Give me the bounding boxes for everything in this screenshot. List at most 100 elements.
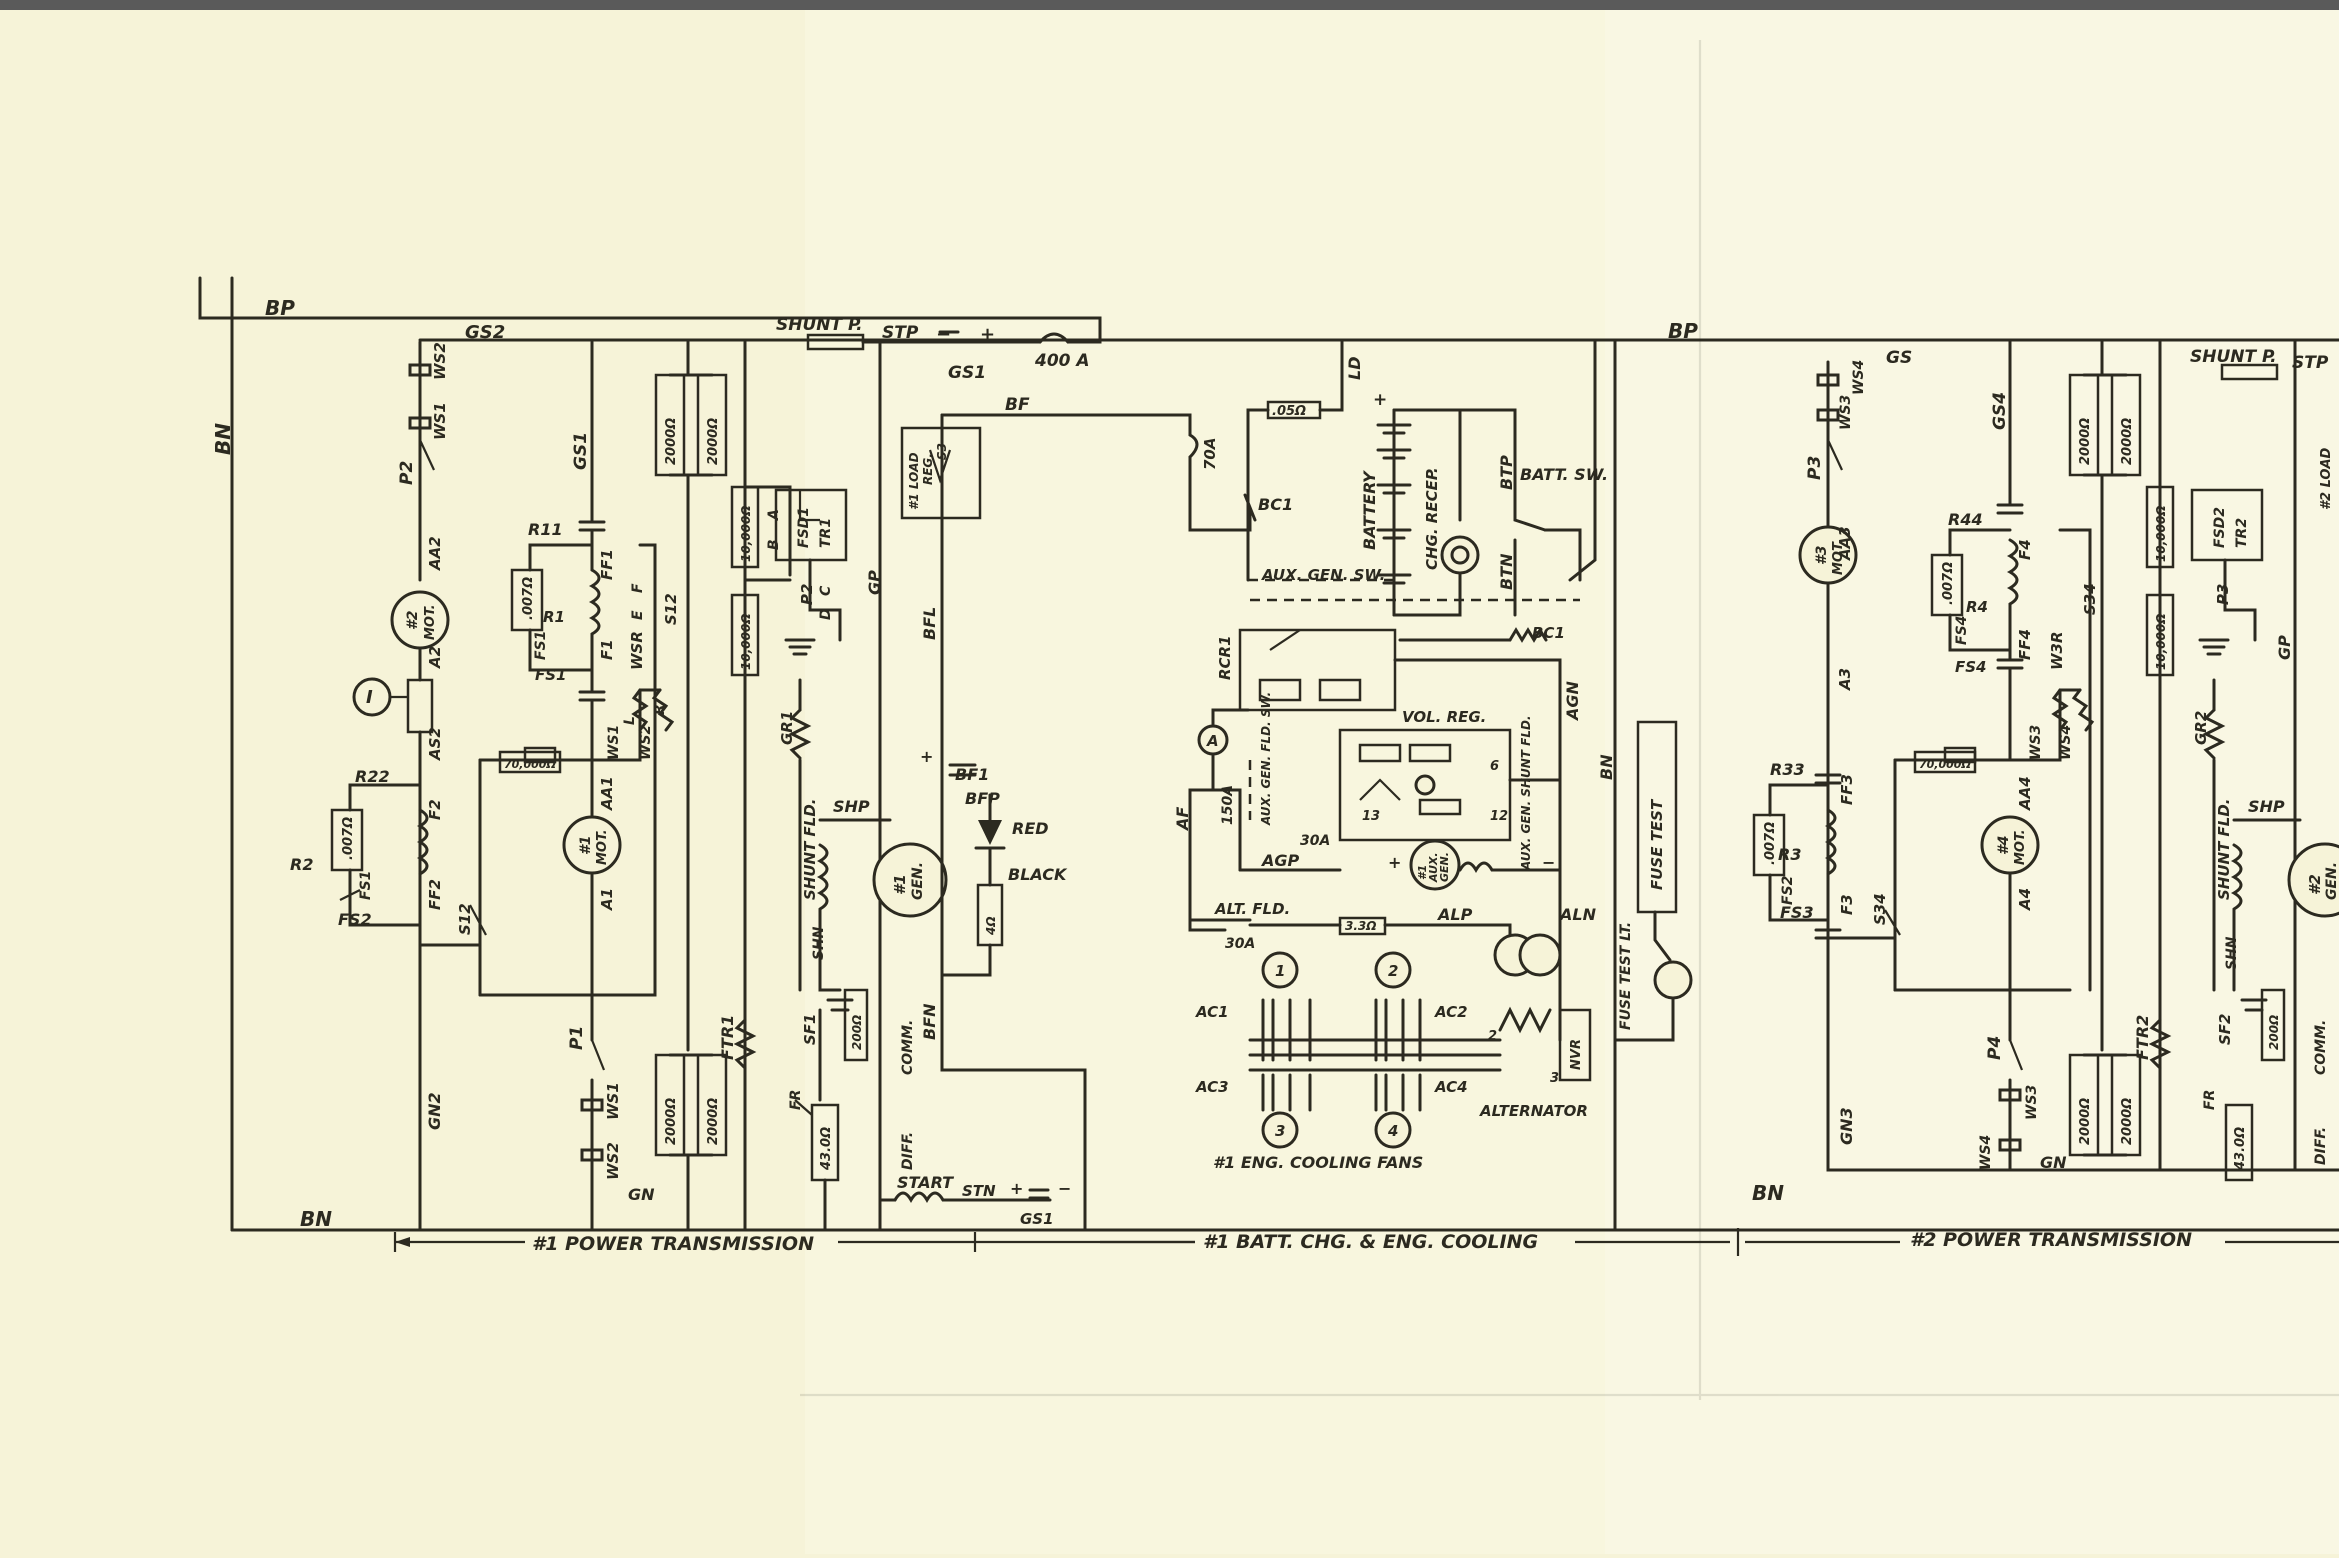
s1-aa1: AA1: [598, 776, 616, 811]
s2-load-reg-c: S3: [935, 443, 949, 460]
s3-f3: F3: [1838, 894, 1856, 915]
s3-ohm2000-c: 2000Ω: [2078, 1098, 2093, 1145]
s1-ws2-top: WS2: [431, 342, 449, 380]
s1-ws1-top: WS1: [431, 402, 449, 440]
s1-stp: STP: [882, 323, 919, 343]
s3-shp: SHP: [2248, 797, 2285, 816]
s2-aux-gen-shunt-fld: AUX. GEN. SHUNT FLD.: [1519, 715, 1533, 871]
s1-plus: +: [980, 324, 995, 345]
fan-4: [1374, 1111, 1412, 1149]
s1-r: R: [652, 704, 668, 715]
s2-agn: AGN: [1563, 680, 1582, 722]
section-1-wiring: [330, 316, 1102, 1232]
s2-aux-gen-c: GEN.: [1438, 852, 1451, 882]
s1-r11: R11: [528, 520, 563, 539]
s2-black: BLACK: [1008, 865, 1068, 884]
s3-diff: DIFF.: [2313, 1127, 2329, 1165]
s3-mot4-b: MOT.: [2013, 829, 2028, 865]
s2-ac1: AC1: [1195, 1003, 1229, 1021]
s1-d: D: [818, 608, 834, 620]
s2-nvr: NVR: [1569, 1039, 1584, 1070]
s1-r2: R2: [290, 855, 313, 874]
section-3-labels: GS SHUNT P. STP #2 LOAD P3 WS3 WS4 #3 MO…: [1763, 347, 2339, 1172]
motor-3: [1798, 525, 1858, 585]
s3-p3b: P3: [2214, 584, 2232, 605]
s1-ohm70000: 70,000Ω: [504, 758, 556, 771]
s3-ohm2000-b: 2000Ω: [2120, 418, 2135, 465]
s3-ohm2000-d: 2000Ω: [2120, 1098, 2135, 1145]
s1-gp: GP: [865, 570, 884, 595]
s3-gr2: GR2: [2192, 711, 2210, 745]
s2-ammeter: A: [1206, 732, 1219, 750]
s1-p1: P1: [567, 1026, 587, 1050]
s3-p4: P4: [1985, 1036, 2005, 1060]
bus-bp-left: BP: [265, 296, 295, 320]
bus-bn-bottom-right: BN: [1752, 1181, 1784, 1205]
s3-ws3c: WS3: [2024, 1085, 2040, 1120]
s1-fsd1: FSD1: [796, 507, 812, 548]
s1-p2b: P2: [798, 584, 816, 605]
s2-fuse150: 150A: [1220, 785, 1236, 825]
s1-ohm10000-a: 10,000Ω: [739, 505, 753, 562]
s1-mot2-b: MOT.: [423, 604, 438, 640]
s1-b: B: [766, 539, 782, 550]
section-title-1: #1 POWER TRANSMISSION: [532, 1233, 814, 1255]
s3-gp: GP: [2275, 635, 2294, 660]
s3-r3: R3: [1778, 845, 1801, 864]
s2-ld: LD: [1345, 357, 1364, 380]
s1-f1: F1: [598, 639, 616, 660]
s3-tr2: TR2: [2234, 518, 2250, 548]
section-2-wiring: [900, 338, 1693, 1232]
s3-ff4: FF4: [2016, 629, 2034, 660]
s1-ws2-bot: WS2: [604, 1142, 622, 1180]
s1-plus-bot: +: [1010, 1179, 1023, 1198]
s3-fs2: FS2: [1780, 876, 1796, 905]
s1-ohm43: 43.0Ω: [819, 1127, 834, 1171]
s3-f4: F4: [2016, 539, 2034, 560]
s3-gn3: GN3: [1837, 1107, 1856, 1145]
s3-p3: P3: [1805, 456, 1825, 480]
s1-ohm2000-c: 2000Ω: [664, 1098, 679, 1145]
s2-n3: 3: [1550, 1071, 1559, 1086]
s2-aux-gen-b: AUX.: [1427, 852, 1440, 883]
s2-load-reg-a: #1 LOAD: [907, 452, 921, 510]
s1-as2: AS2: [426, 727, 444, 761]
s1-shn: SHN: [811, 926, 827, 960]
fuse-test-lamp: [1653, 960, 1693, 1000]
s1-gen1-b: GEN.: [910, 862, 926, 900]
s1-fr: FR: [788, 1090, 804, 1110]
s1-minus-bot: −: [1058, 1179, 1071, 1198]
s1-ws2-mid: WS2: [638, 725, 654, 760]
s3-gs4: GS4: [1990, 392, 2010, 430]
s3-s34b: S34: [2081, 583, 2099, 615]
s1-fuse-400: 400 A: [1034, 351, 1090, 371]
s2-agp: AGP: [1260, 851, 1300, 870]
s3-r44: R44: [1948, 510, 1983, 529]
s3-gen2-a: #2: [2306, 874, 2324, 895]
generator-2: [2287, 842, 2339, 918]
s2-n2: 2: [1488, 1029, 1497, 1044]
s1-r22: R22: [355, 767, 390, 786]
s1-ws1-mid: WS1: [606, 725, 622, 760]
s2-fuse30a: 30A: [1300, 833, 1330, 849]
s1-gr1: GR1: [778, 711, 796, 745]
s1-mot2-a: #2: [405, 611, 421, 630]
s1-s12-left: S12: [456, 903, 474, 935]
s2-ohm05: .05Ω: [1272, 404, 1306, 419]
s3-fs3: FS3: [1780, 903, 1814, 922]
s3-ohm10000-b: 10,000Ω: [2154, 613, 2168, 670]
s2-fuse70: 70A: [1201, 438, 1219, 470]
fan-3: [1261, 1111, 1299, 1149]
s2-minus-aux: −: [1542, 853, 1555, 872]
s1-s12-mid: S12: [662, 593, 680, 625]
bus-bn-bottom-left: BN: [300, 1207, 332, 1231]
battery-cells: [1376, 423, 1412, 585]
section-2-labels: BF #1 LOAD REG. S3 BFL BFN 70A BC1 .05Ω …: [907, 357, 1666, 1172]
s2-af: AF: [1173, 807, 1192, 832]
s2-rcr1: RCR1: [1216, 635, 1234, 680]
s3-ws4: WS4: [1851, 360, 1867, 395]
s3-ohm70000: 70,000Ω: [1919, 758, 1971, 771]
section-1-labels: GS2 SHUNT P. STP − + GS1 400 A P2 WS1 WS…: [290, 315, 1090, 1228]
